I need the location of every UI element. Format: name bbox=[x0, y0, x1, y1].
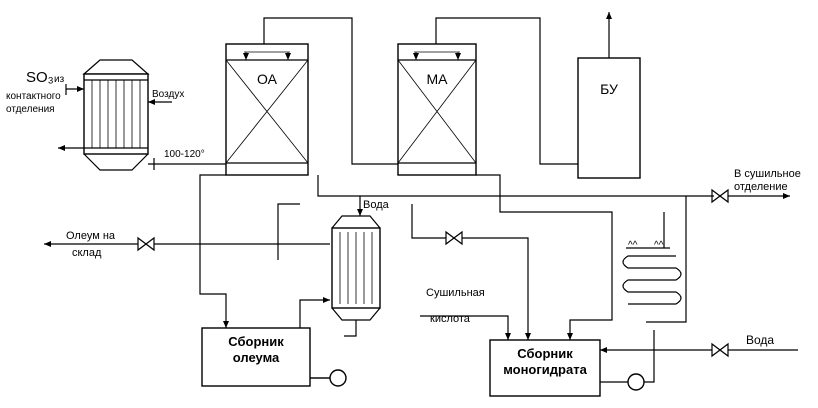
monohydrate-collector-label-2: моногидрата bbox=[503, 362, 587, 377]
svg-text:^^: ^^ bbox=[654, 240, 664, 251]
monohydrate-collector-label-1: Сборник bbox=[517, 346, 573, 361]
drying-acid-label-1: Сушильная bbox=[426, 287, 485, 299]
monohydrate-pump bbox=[627, 373, 645, 391]
oleum-storage-label-2: склад bbox=[72, 247, 102, 259]
oleum-collector bbox=[201, 327, 311, 387]
drying-acid-line bbox=[420, 315, 511, 340]
oleum-pump bbox=[329, 369, 347, 387]
bu-label: БУ bbox=[600, 81, 618, 97]
drying-label-1: В сушильное bbox=[734, 168, 801, 180]
drying-label-2: отделение bbox=[734, 181, 788, 193]
monohydrate-absorber bbox=[397, 43, 477, 176]
valve-water[interactable] bbox=[711, 342, 729, 358]
water-top-label: Вода bbox=[363, 199, 390, 211]
acid-transfer-line bbox=[411, 204, 446, 239]
so3-label: SO₃ bbox=[26, 69, 54, 86]
contact-label-2: отделения bbox=[6, 104, 55, 115]
oa-to-ma-line bbox=[263, 17, 398, 165]
valve-drying[interactable] bbox=[711, 188, 729, 204]
svg-text:^^: ^^ bbox=[628, 240, 638, 251]
oleum-collector-label-1: Сборник bbox=[228, 334, 284, 349]
heat-exchanger bbox=[82, 59, 150, 171]
pump-to-oa-line bbox=[277, 203, 300, 260]
drying-acid-label-2: кислота bbox=[430, 313, 471, 325]
water-right-label: Вода bbox=[746, 333, 774, 347]
bu-unit bbox=[577, 57, 641, 179]
oleum-collector-label-2: олеума bbox=[233, 350, 280, 365]
oleum-cooler bbox=[331, 215, 381, 321]
oleum-absorber bbox=[225, 43, 309, 176]
ma-label: МА bbox=[427, 71, 449, 87]
temperature-label: 100-120° bbox=[164, 149, 205, 160]
valve-transfer[interactable] bbox=[445, 230, 463, 246]
oa-label: ОА bbox=[257, 71, 278, 87]
ma-to-bu-line bbox=[435, 17, 578, 165]
drying-line bbox=[317, 175, 714, 197]
valve-oleum-storage[interactable] bbox=[137, 236, 155, 252]
air-label: Воздух bbox=[152, 89, 184, 100]
oleum-storage-label-1: Олеум на bbox=[66, 230, 116, 242]
monohydrate-collector bbox=[489, 339, 601, 397]
so3-iz-label: из bbox=[54, 74, 65, 85]
contact-label-1: контактного bbox=[6, 91, 61, 102]
oa-drain-line bbox=[199, 174, 229, 328]
ma-drain-line bbox=[476, 174, 613, 340]
coil-cooler: ^^ ^^ bbox=[622, 240, 682, 305]
